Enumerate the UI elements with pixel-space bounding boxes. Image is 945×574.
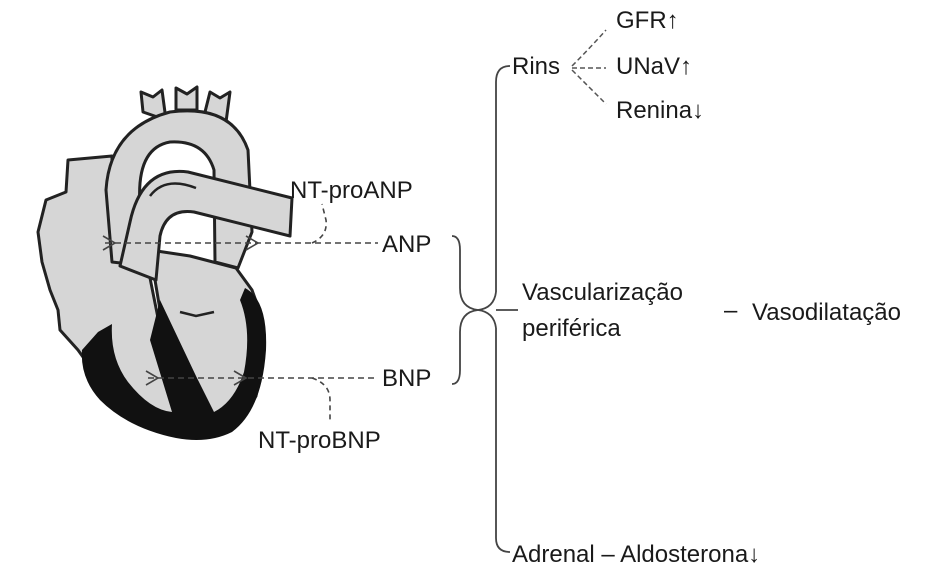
- merge-bracket: [451, 235, 497, 385]
- kidney-effect-renin: Renina↓: [616, 97, 704, 124]
- vascular-effect: Vasodilatação: [752, 299, 901, 326]
- vascular-label-line2: periférica: [522, 315, 621, 342]
- vascular-dash: –: [724, 297, 738, 324]
- vascular-label-line1: Vascularização: [522, 279, 683, 306]
- anp-label: ANP: [382, 231, 431, 258]
- arrow-head-ventricle-2: [233, 370, 248, 386]
- bnp-arrows: [145, 370, 378, 420]
- kidney-label: Rins: [512, 53, 560, 80]
- adrenal-label: Adrenal – Aldosterona↓: [512, 541, 760, 568]
- arrow-head-arch: [245, 235, 260, 251]
- nt-proanp-leader: [311, 203, 328, 244]
- septum-detail: [179, 310, 215, 318]
- nt-probnp-leader: [311, 377, 331, 420]
- pulmonary-trunk: [118, 169, 294, 282]
- aortic-branch-2: [174, 85, 199, 112]
- ventricular-wall: [81, 288, 267, 440]
- nt-proanp-label: NT-proANP: [290, 177, 413, 204]
- anp-arrows: [102, 203, 378, 251]
- kidney-effect-unav: UNaV↑: [616, 53, 692, 80]
- kidney-effect-lines: [571, 29, 607, 105]
- vessel-detail: [149, 182, 197, 197]
- kidney-effect-gfr: GFR↑: [616, 7, 679, 34]
- arrow-head-atrium: [102, 235, 117, 251]
- target-brace: [495, 65, 518, 553]
- bnp-label: BNP: [382, 365, 431, 392]
- arrow-head-ventricle-1: [145, 370, 160, 386]
- nt-probnp-label: NT-proBNP: [258, 427, 381, 454]
- heart-illustration: [36, 85, 294, 440]
